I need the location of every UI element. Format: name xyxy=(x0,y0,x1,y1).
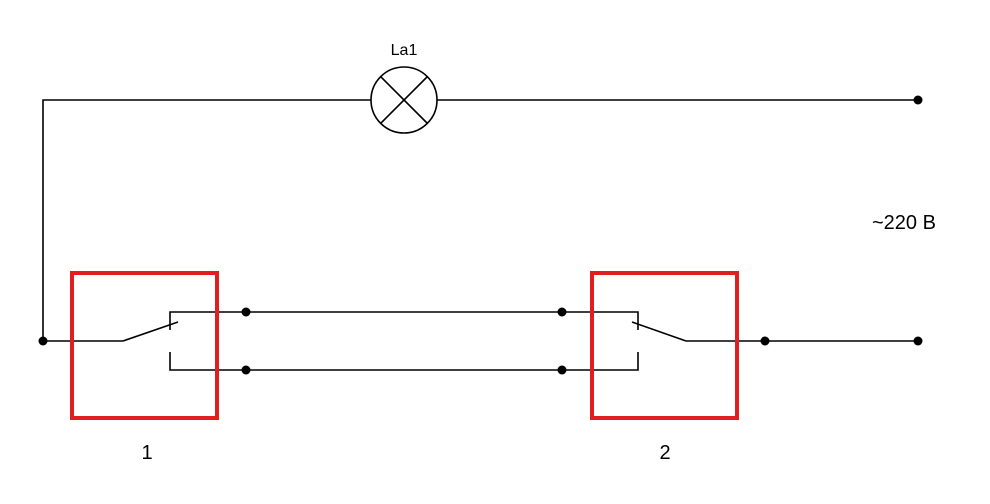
terminal-top-right xyxy=(913,95,923,105)
switch2-contact xyxy=(562,311,687,371)
switch1-label: 1 xyxy=(141,442,152,464)
switch1-box xyxy=(70,271,219,420)
lamp-label: La1 xyxy=(391,42,418,59)
supply-label: ~220 В xyxy=(872,212,936,234)
node-left xyxy=(38,336,48,346)
switch2-label: 2 xyxy=(659,442,670,464)
node-switch2-output xyxy=(760,336,770,346)
node-traveler-1a xyxy=(241,307,251,317)
top-wire-left xyxy=(42,99,371,341)
lamp-symbol xyxy=(370,66,438,134)
terminal-bottom-right xyxy=(913,336,923,346)
switch2-box xyxy=(590,271,739,420)
switch1-contact xyxy=(122,311,246,371)
node-traveler-1b xyxy=(241,365,251,375)
